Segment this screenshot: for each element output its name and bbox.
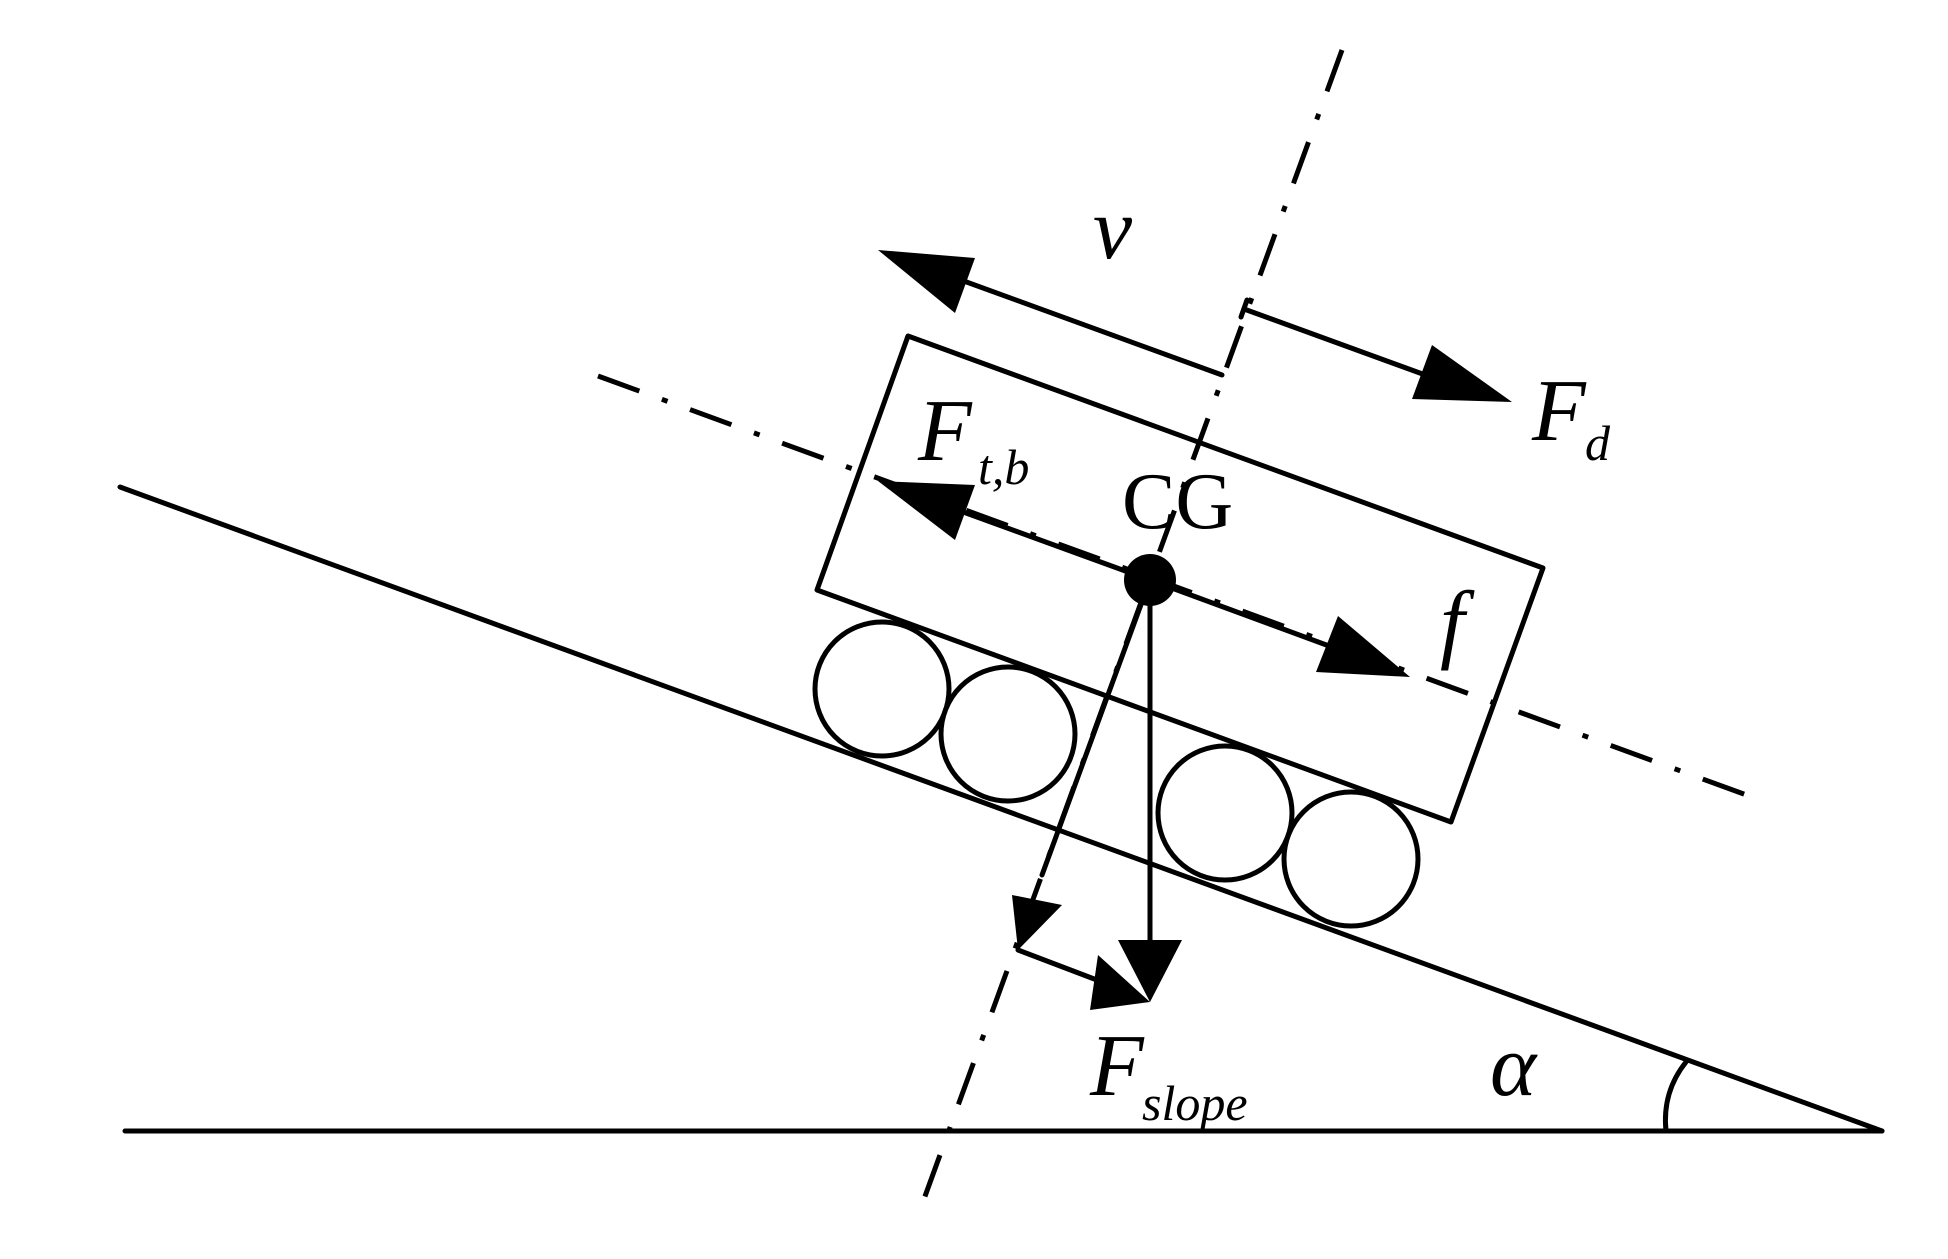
drag-arrow-shaft — [1241, 306, 1453, 387]
velocity-label: v — [1093, 181, 1133, 278]
wheel — [938, 664, 1078, 804]
wheel — [812, 619, 952, 759]
traction-arrow-shaft — [952, 506, 1153, 583]
drag-arrowhead — [1412, 345, 1512, 402]
wheel — [1281, 789, 1421, 929]
traction-arrowhead — [878, 481, 975, 540]
wheel — [1155, 743, 1295, 883]
slope-force-label: F — [1089, 1018, 1145, 1115]
slope-force-arrowhead — [1090, 955, 1150, 1010]
traction-force-subscript: t,b — [978, 439, 1029, 495]
rolling-resistance-label: f — [1440, 575, 1475, 672]
velocity-arrow-shaft — [947, 273, 1225, 378]
normal-component-shaft — [1039, 577, 1153, 878]
slope-force-subscript: slope — [1142, 1075, 1248, 1131]
velocity-arrowhead — [878, 250, 975, 313]
slope-line — [117, 484, 1885, 1134]
rolling-resistance-arrowhead — [1316, 616, 1410, 677]
traction-force-label: F — [917, 383, 973, 480]
drag-force-label: F — [1531, 363, 1587, 460]
weight-arrowhead — [1118, 940, 1182, 1002]
angle-arc — [1662, 1059, 1689, 1134]
slope-angle-label: α — [1490, 1018, 1538, 1115]
center-of-gravity-label: CG — [1122, 458, 1233, 546]
drag-force-subscript: d — [1585, 415, 1611, 471]
rolling-resistance-arrow-shaft — [1147, 577, 1343, 653]
vehicle-body — [814, 333, 1546, 825]
normal-component-arrowhead — [1012, 895, 1062, 950]
